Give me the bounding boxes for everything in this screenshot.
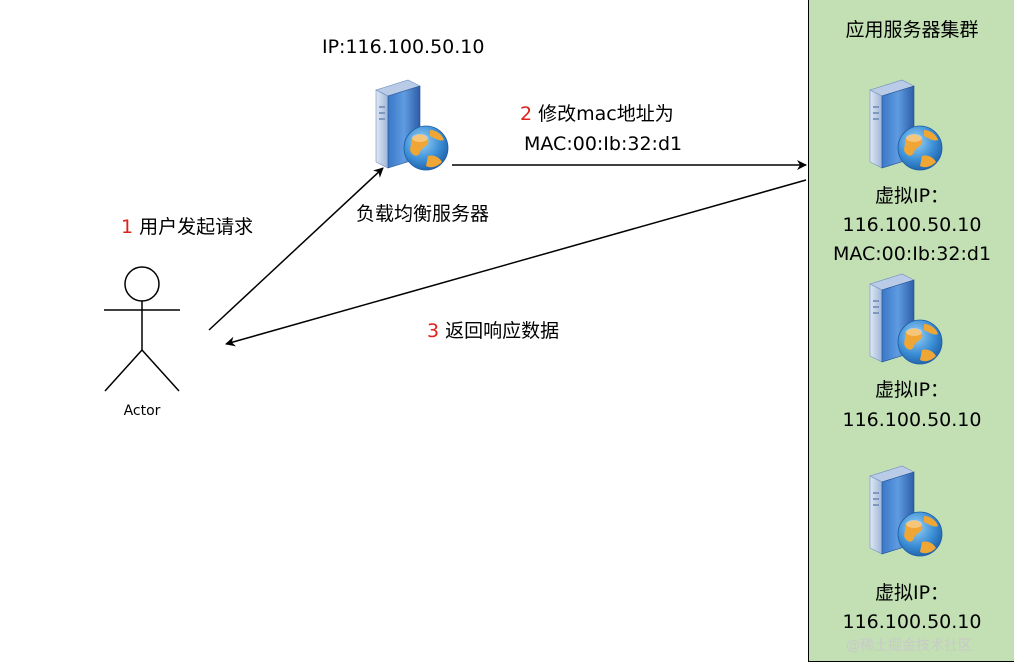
step-2-label: 2 修改mac地址为 bbox=[520, 103, 674, 125]
stick-figure-icon bbox=[104, 266, 180, 392]
server-2-vip-label: 虚拟IP： bbox=[874, 379, 950, 401]
actor-label: Actor bbox=[123, 403, 161, 419]
arrow-response bbox=[225, 179, 807, 347]
server-1-ip: 116.100.50.10 bbox=[842, 214, 982, 236]
step-3-text: 返回响应数据 bbox=[445, 320, 560, 342]
server-3-ip: 116.100.50.10 bbox=[842, 611, 982, 633]
server-globe-icon bbox=[375, 79, 449, 171]
step-3-number: 3 bbox=[427, 320, 440, 342]
server-globe-icon bbox=[869, 273, 943, 365]
step-2-number: 2 bbox=[520, 103, 533, 125]
server-globe-icon bbox=[869, 465, 943, 557]
cluster-title: 应用服务器集群 bbox=[845, 19, 979, 41]
step-1-label: 1 用户发起请求 bbox=[121, 216, 253, 238]
step-1-text: 用户发起请求 bbox=[139, 216, 254, 238]
step-1-number: 1 bbox=[121, 216, 134, 238]
server-globe-icon bbox=[869, 79, 943, 171]
step-2-mac: MAC:00:Ib:32:d1 bbox=[524, 133, 683, 155]
server-2-ip: 116.100.50.10 bbox=[842, 409, 982, 431]
server-1-vip-label: 虚拟IP： bbox=[874, 185, 950, 207]
lb-ip-label: IP:116.100.50.10 bbox=[322, 36, 485, 58]
step-2-text: 修改mac地址为 bbox=[538, 103, 674, 125]
watermark: @稀土掘金技术社区 bbox=[846, 638, 972, 654]
server-3-vip-label: 虚拟IP： bbox=[874, 582, 950, 604]
server-1-mac: MAC:00:Ib:32:d1 bbox=[832, 243, 992, 265]
arrow-request bbox=[208, 167, 384, 331]
lb-label: 负载均衡服务器 bbox=[356, 203, 490, 225]
step-3-label: 3 返回响应数据 bbox=[427, 320, 559, 342]
